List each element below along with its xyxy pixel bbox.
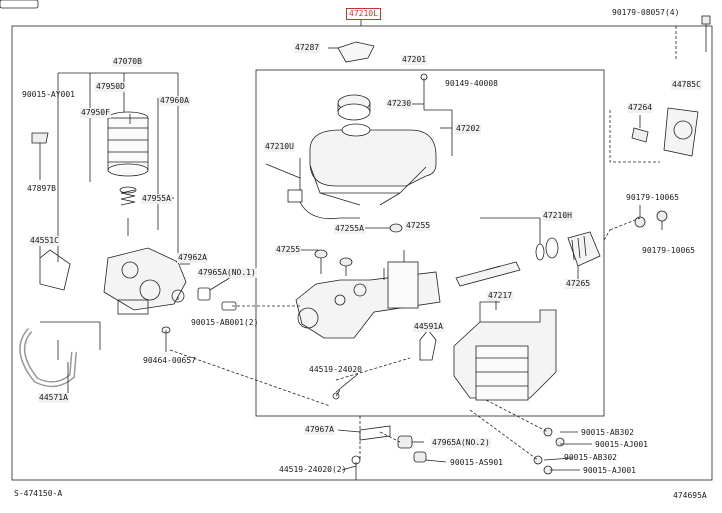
label-47965a-no2[interactable]: 47965A(NO.2) bbox=[431, 438, 491, 448]
footer-right-code: 474695A bbox=[673, 491, 707, 500]
label-47287[interactable]: 47287 bbox=[294, 43, 321, 53]
label-47070b[interactable]: 47070B bbox=[112, 57, 143, 67]
label-90015-aj001-2[interactable]: 90015-AJ001 bbox=[583, 466, 636, 475]
label-47960a[interactable]: 47960A bbox=[159, 96, 190, 106]
label-90179-10065-2[interactable]: 90179-10065 bbox=[642, 246, 695, 255]
label-47965a-no1[interactable]: 47965A(NO.1) bbox=[197, 268, 257, 278]
outer-frame bbox=[11, 25, 713, 481]
label-90015-ay001[interactable]: 90015-AY001 bbox=[22, 90, 75, 99]
label-90015-aj001-1[interactable]: 90015-AJ001 bbox=[595, 440, 648, 449]
label-47201[interactable]: 47201 bbox=[401, 55, 428, 65]
right-parts-drawing bbox=[609, 15, 711, 230]
label-47210u[interactable]: 47210U bbox=[264, 142, 295, 152]
label-47897b[interactable]: 47897B bbox=[27, 184, 56, 193]
label-47967a[interactable]: 47967A bbox=[304, 425, 335, 435]
reservoir-drawing bbox=[265, 41, 453, 220]
label-44785c[interactable]: 44785C bbox=[671, 80, 702, 90]
label-47962a[interactable]: 47962A bbox=[177, 253, 208, 263]
label-90149-40008[interactable]: 90149-40008 bbox=[445, 79, 498, 88]
label-90015-ab001[interactable]: 90015-AB001(2) bbox=[191, 318, 259, 327]
master-cylinder-drawing bbox=[295, 223, 601, 401]
label-47950d[interactable]: 47950D bbox=[95, 82, 126, 92]
label-44551c[interactable]: 44551C bbox=[29, 236, 60, 246]
pump-assembly-drawing bbox=[19, 72, 237, 394]
inner-frame bbox=[255, 69, 605, 417]
label-44519-24020[interactable]: 44519-24020 bbox=[309, 365, 362, 374]
label-90179-10065-1[interactable]: 90179-10065 bbox=[626, 193, 679, 202]
label-44571a[interactable]: 44571A bbox=[38, 393, 69, 403]
footer-left-code: S-474150-A bbox=[14, 489, 63, 498]
label-47265[interactable]: 47265 bbox=[565, 279, 592, 289]
label-90015-ab302-1[interactable]: 90015-AB302 bbox=[581, 428, 634, 437]
label-90015-ab302-2[interactable]: 90015-AB302 bbox=[564, 453, 617, 462]
label-47255-right[interactable]: 47255 bbox=[405, 221, 432, 231]
label-47230[interactable]: 47230 bbox=[386, 99, 413, 109]
corner-tab bbox=[0, 0, 39, 9]
label-44591a[interactable]: 44591A bbox=[413, 322, 444, 332]
label-47255-left[interactable]: 47255 bbox=[275, 245, 302, 255]
label-47950f[interactable]: 47950F bbox=[80, 108, 111, 118]
label-47202[interactable]: 47202 bbox=[455, 124, 482, 134]
label-44519-24020-2[interactable]: 44519-24020(2) bbox=[279, 465, 347, 474]
label-90015-as901[interactable]: 90015-AS901 bbox=[450, 458, 503, 467]
main-part-number[interactable]: 47210L bbox=[346, 8, 381, 20]
label-47264[interactable]: 47264 bbox=[627, 103, 654, 113]
label-47255a[interactable]: 47255A bbox=[334, 224, 365, 234]
label-90179-08057[interactable]: 90179-08057(4) bbox=[612, 8, 680, 17]
label-47210h[interactable]: 47210H bbox=[542, 211, 573, 221]
guide-lines bbox=[169, 26, 677, 461]
label-47955a[interactable]: 47955A bbox=[141, 194, 172, 204]
label-47217[interactable]: 47217 bbox=[487, 291, 514, 301]
label-90464-00657[interactable]: 90464-00657 bbox=[143, 356, 196, 365]
